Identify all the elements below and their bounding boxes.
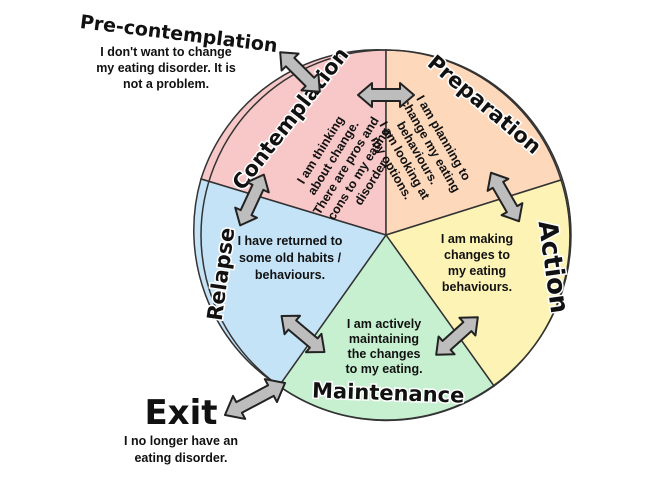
relapse-description-line: I have returned to — [238, 234, 343, 248]
precontemplation-description-line: I don't want to change — [100, 45, 231, 59]
transition-arrows — [223, 51, 524, 420]
arrow-contemplation-preparation — [357, 82, 415, 108]
segment-relapse — [193, 178, 388, 388]
maintenance-description-line: maintaining — [349, 332, 419, 346]
relapse-description: I have returned to some old habits / behav… — [238, 234, 343, 282]
relapse-description-line: some old habits / — [239, 251, 342, 265]
precontemplation-description: I don't want to change my eating disorder… — [96, 45, 236, 91]
arrow-maintenance-relapse — [280, 314, 326, 354]
maintenance-description-line: the changes — [348, 347, 421, 361]
arrow-precontemplation-contemplation — [279, 51, 321, 93]
precontemplation-description-line: not a problem. — [123, 77, 209, 91]
exit-description-line: I no longer have an — [124, 434, 238, 448]
maintenance-description-line: I am actively — [347, 317, 421, 331]
maintenance-title: Maintenance — [312, 378, 465, 407]
wheel-outline — [200, 49, 572, 421]
segment-contemplation — [200, 49, 387, 237]
wheel — [193, 49, 572, 422]
relapse-description-line: behaviours. — [255, 268, 325, 282]
action-description: I am making changes to my eating behaviours… — [441, 232, 513, 294]
action-description-line: my eating — [448, 264, 506, 278]
exit-title: Exit — [144, 393, 217, 433]
exit-description: I no longer have an eating disorder. — [124, 434, 238, 465]
precontemplation-description-line: my eating disorder. It is — [96, 61, 236, 75]
action-description-line: changes to — [444, 248, 510, 262]
arrow-preparation-action — [486, 171, 524, 223]
action-description-line: behaviours. — [442, 280, 512, 294]
arrow-relapse-contemplation — [234, 173, 270, 227]
arrow-exit-maintenance — [223, 378, 287, 420]
maintenance-description-line: to my eating. — [345, 362, 422, 376]
exit-description-line: eating disorder. — [134, 451, 227, 465]
action-description-line: I am making — [441, 232, 513, 246]
arrow-action-maintenance — [435, 316, 479, 356]
